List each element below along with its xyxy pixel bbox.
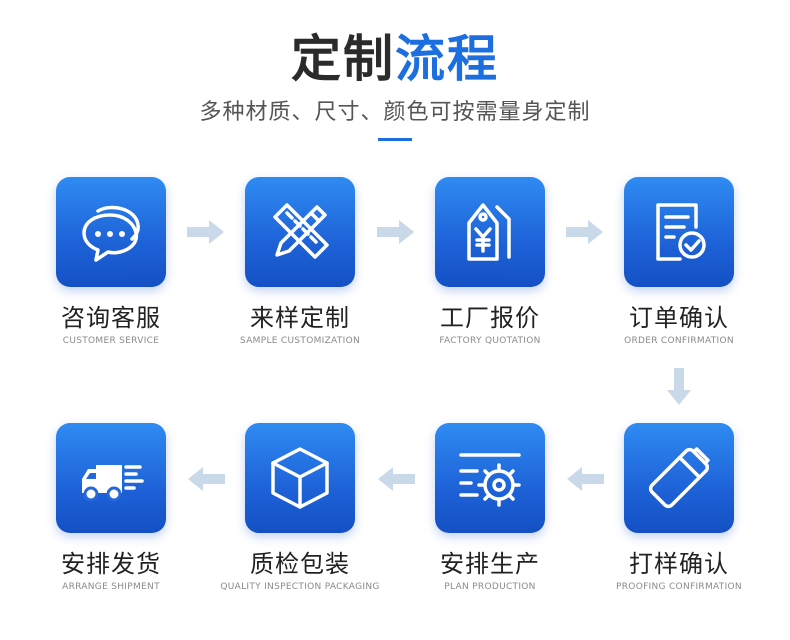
page-title: 定制流程 xyxy=(0,28,790,90)
step-sublabel: ARRANGE SHIPMENT xyxy=(62,582,160,592)
title-underline xyxy=(378,138,412,141)
step-label: 打样确认 xyxy=(629,550,729,578)
arrow-left-icon xyxy=(567,467,604,491)
document-check-icon xyxy=(656,203,706,261)
step-label: 安排生产 xyxy=(440,550,540,578)
chat-bubble-icon xyxy=(82,205,140,262)
step-icon-box xyxy=(245,423,355,533)
arrow-right-icon xyxy=(566,220,603,244)
step-sublabel: ORDER CONFIRMATION xyxy=(624,336,734,346)
step-icon-box xyxy=(435,423,545,533)
gear-icon xyxy=(459,453,521,507)
step-sublabel: CUSTOMER SERVICE xyxy=(62,336,160,346)
step-sublabel: PLAN PRODUCTION xyxy=(444,582,536,592)
step-label: 来样定制 xyxy=(250,304,350,332)
page-subtitle: 多种材质、尺寸、颜色可按需量身定制 xyxy=(199,100,591,125)
box-icon xyxy=(271,447,329,509)
step-sublabel: FACTORY QUOTATION xyxy=(439,336,541,346)
pencil-ruler-icon xyxy=(273,203,329,259)
step-sublabel: SAMPLE CUSTOMIZATION xyxy=(240,336,360,346)
price-tag-icon xyxy=(467,203,511,261)
arrow-left-icon xyxy=(188,467,225,491)
step-label: 安排发货 xyxy=(61,550,161,578)
step-icon-box xyxy=(624,177,734,287)
title-part-1: 定制 xyxy=(291,30,395,88)
arrow-right-icon xyxy=(377,220,414,244)
arrow-down-icon xyxy=(667,368,691,405)
step-label: 工厂报价 xyxy=(440,304,540,332)
arrow-left-icon xyxy=(378,467,415,491)
step-icon-box xyxy=(56,423,166,533)
truck-icon xyxy=(82,465,144,502)
step-sublabel: PROOFING CONFIRMATION xyxy=(616,582,742,592)
step-label: 订单确认 xyxy=(629,304,729,332)
step-icon-box xyxy=(56,177,166,287)
title-part-2: 流程 xyxy=(395,30,499,88)
sample-tag-icon xyxy=(648,447,710,509)
step-icon-box xyxy=(245,177,355,287)
step-label: 咨询客服 xyxy=(61,304,161,332)
step-sublabel: QUALITY INSPECTION PACKAGING xyxy=(220,582,380,592)
arrow-right-icon xyxy=(187,220,224,244)
step-icon-box xyxy=(435,177,545,287)
step-label: 质检包装 xyxy=(250,550,350,578)
step-icon-box xyxy=(624,423,734,533)
